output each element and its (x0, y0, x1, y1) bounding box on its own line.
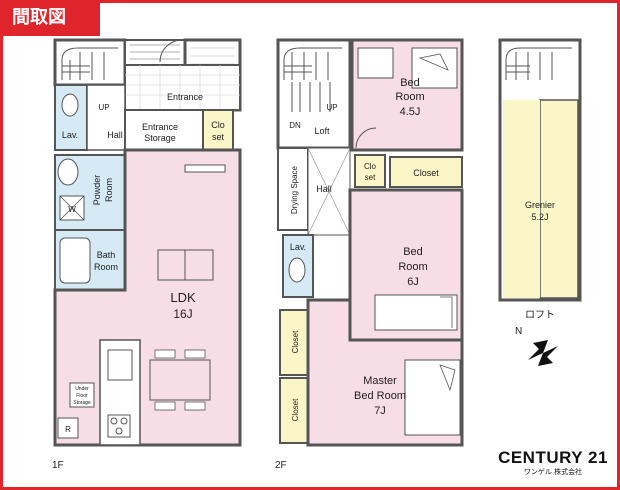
label-lav-1f: Lav. (62, 130, 78, 140)
brand-logo: CENTURY 21 (498, 448, 608, 467)
floor-2f: DN UP Loft Bed Room 4.5J Clo set Closet … (275, 38, 464, 471)
label-master-2: Bed Room (354, 390, 406, 402)
label-w: W (68, 205, 76, 214)
label-entrance-storage-1: Entrance (142, 122, 178, 132)
label-loft: ロフト (525, 310, 555, 321)
stairs-1f-top (53, 38, 127, 87)
label-closet-left-1: Closet (291, 330, 300, 353)
label-dn-2f: DN (289, 121, 301, 130)
label-entrance-storage-2: Storage (144, 133, 176, 143)
closet-2f (389, 156, 463, 188)
label-closet-left-2: Closet (291, 398, 300, 421)
label-ldk-size: 16J (173, 307, 192, 321)
brand-sub: ワンゲル 株式会社 (523, 468, 583, 476)
closet-1f (202, 109, 234, 151)
label-ufs-1: Under (75, 386, 89, 392)
label-grenier-1: Grenier (525, 200, 555, 210)
label-r: R (65, 425, 71, 434)
label-bath-1: Bath (97, 250, 116, 260)
floor-loft: DN Grenier 5.2J ロフト (498, 38, 582, 321)
label-powder-2: Room (104, 178, 114, 202)
label-closet-1f-1: Clo (211, 120, 225, 130)
label-closet-2f: Closet (413, 168, 439, 178)
lav-2f (282, 234, 314, 298)
label-hall-2f: Hall (316, 184, 332, 194)
entrance (124, 64, 241, 111)
label-master-3: 7J (374, 405, 386, 417)
label-bed1-2: Room (395, 91, 424, 103)
label-ldk: LDK (170, 290, 196, 305)
hall-1f (86, 84, 126, 151)
label-entrance: Entrance (167, 92, 203, 102)
refrigerator (57, 417, 79, 439)
floor-1f: Entrance Lav. UP Hall Entrance Storage C… (52, 38, 242, 471)
label-closet-1f-2: set (212, 132, 225, 142)
stairs-2f (276, 38, 352, 150)
compass-label: N (515, 326, 522, 337)
label-hall-1f: Hall (107, 130, 123, 140)
label-up-2f: UP (326, 103, 337, 112)
label-ufs-2: Floor (76, 393, 88, 399)
label-master-1: Master (363, 375, 397, 387)
closet-small-2f (354, 154, 386, 188)
closet-2f-left-2 (279, 377, 309, 444)
under-floor-storage (69, 382, 95, 408)
label-closet-small-2: set (365, 173, 376, 182)
label-grenier-2: 5.2J (531, 212, 548, 222)
label-powder-1: Powder (92, 175, 102, 206)
label-loft-2f: Loft (314, 126, 330, 136)
label-bath-2: Room (94, 262, 118, 272)
label-bed2-3: 6J (407, 276, 419, 288)
label-1f: 1F (52, 460, 64, 471)
label-2f: 2F (275, 460, 287, 471)
floorplan-badge: 間取図 (0, 0, 100, 36)
compass-icon: N (515, 326, 558, 366)
label-closet-small-1: Clo (364, 162, 377, 171)
grenier (539, 99, 579, 299)
label-ufs-3: Storage (73, 400, 91, 406)
label-bed1-3: 4.5J (400, 106, 421, 118)
label-bed2-2: Room (398, 261, 427, 273)
label-bed2-1: Bed (403, 246, 423, 258)
label-drying-space: Drying Space (290, 165, 299, 214)
label-up-1f: UP (98, 103, 109, 112)
label-bed1-1: Bed (400, 77, 420, 89)
entrance-porch (124, 39, 186, 66)
label-lav-2f: Lav. (290, 242, 306, 252)
